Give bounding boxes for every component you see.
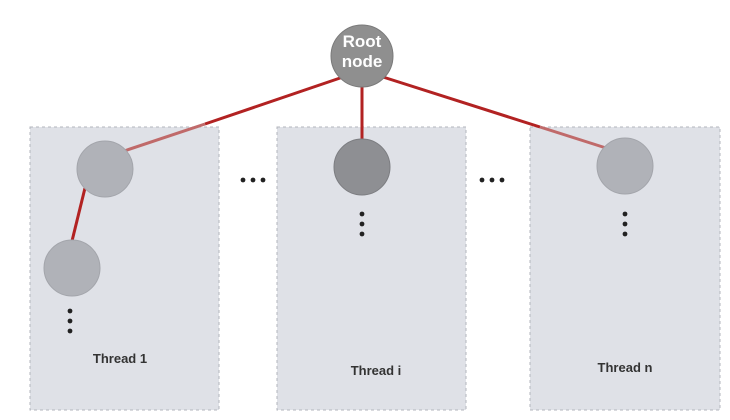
thread-n-label: Thread n (598, 360, 653, 375)
edge-root-to-thread-n-inside (539, 125, 607, 150)
thread-1-child-node (43, 239, 101, 297)
ellipsis-vertical-thread-1 (67, 308, 73, 334)
thread-1-label: Thread 1 (93, 351, 147, 366)
edge-root-to-thread-1-inside (123, 122, 206, 153)
thread-n-node (596, 137, 654, 195)
root-node-label-line2: node (342, 52, 383, 71)
thread-i-node (333, 138, 391, 196)
root-node (330, 24, 394, 88)
ellipsis-horizontal-right (479, 177, 505, 183)
edge-root-to-thread-n (382, 75, 541, 129)
thread-i-label: Thread i (351, 363, 402, 378)
edge-root-to-thread-1 (204, 74, 347, 126)
ellipsis-vertical-thread-n (622, 211, 628, 237)
ellipsis-vertical-thread-i (359, 211, 365, 237)
thread-1-node (76, 140, 134, 198)
ellipsis-horizontal-left (240, 177, 266, 183)
root-node-label-line1: Root (343, 32, 382, 51)
edge-thread-1-child (70, 187, 87, 242)
